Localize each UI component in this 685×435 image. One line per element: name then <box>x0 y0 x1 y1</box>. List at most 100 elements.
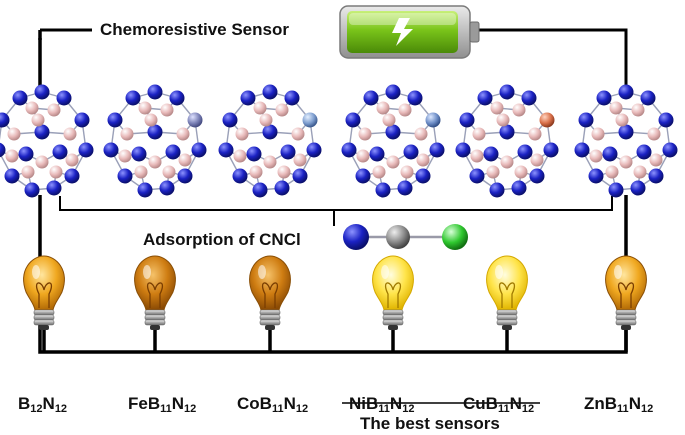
boron-atom <box>65 153 79 167</box>
nitrogen-atom <box>292 168 308 184</box>
nitrogen-atom <box>64 168 80 184</box>
cluster-nib11n12 <box>341 84 445 198</box>
nitrogen-atom <box>385 124 401 140</box>
nitrogen-atom <box>137 182 153 198</box>
nitrogen-atom <box>147 84 163 100</box>
nitrogen-atom <box>602 146 618 162</box>
nitrogen-atom <box>511 180 527 196</box>
nitrogen-atom <box>363 90 379 106</box>
boron-atom <box>530 153 544 167</box>
nitrogen-atom <box>131 146 147 162</box>
boron-atom <box>63 127 77 141</box>
nitrogen-atom <box>117 168 133 184</box>
cluster-layer <box>0 84 678 198</box>
boron-atom <box>162 165 176 179</box>
nitrogen-atom <box>574 142 590 158</box>
boron-atom <box>263 155 277 169</box>
boron-atom <box>514 165 528 179</box>
boron-atom <box>21 165 35 179</box>
boron-atom <box>47 103 61 117</box>
nitrogen-atom <box>246 146 262 162</box>
boron-atom <box>249 165 263 179</box>
adsorption-bracket <box>59 196 613 226</box>
boron-atom <box>235 127 249 141</box>
bulb-icon <box>486 255 528 352</box>
nitrogen-atom <box>0 142 6 158</box>
boron-atom <box>605 165 619 179</box>
nitrogen-atom <box>34 84 50 100</box>
nitrogen-atom <box>284 90 300 106</box>
nitrogen-atom <box>107 112 123 128</box>
nitrogen-atom <box>648 168 664 184</box>
boron-atom <box>7 127 21 141</box>
bulb-icon <box>372 255 414 352</box>
boron-atom <box>118 149 132 163</box>
nitrogen-atom <box>543 142 559 158</box>
battery-icon <box>339 5 480 59</box>
boron-atom <box>372 165 386 179</box>
nitrogen-atom <box>455 142 471 158</box>
nitrogen-atom <box>12 90 28 106</box>
boron-atom <box>176 127 190 141</box>
label-cub11n12: CuB11N12 <box>463 394 535 415</box>
cluster-cob11n12 <box>218 84 322 198</box>
nitrogen-atom <box>385 84 401 100</box>
bulb-icon <box>23 255 65 352</box>
boron-atom <box>382 113 396 127</box>
boron-atom <box>528 127 542 141</box>
nitrogen-atom <box>630 180 646 196</box>
nitrogen-atom <box>429 142 445 158</box>
boron-atom <box>416 153 430 167</box>
nitrogen-atom <box>262 84 278 100</box>
boron-atom <box>591 127 605 141</box>
nitrogen-atom <box>499 84 515 100</box>
nitrogen-atom <box>588 168 604 184</box>
nitrogen-atom <box>306 142 322 158</box>
boron-atom <box>49 165 63 179</box>
lightning-icon <box>392 18 413 46</box>
boron-atom <box>31 113 45 127</box>
boron-atom <box>5 149 19 163</box>
boron-atom <box>490 101 504 115</box>
boron-atom <box>414 127 428 141</box>
label-znb11n12: ZnB11N12 <box>584 394 654 415</box>
boron-atom <box>470 149 484 163</box>
nitrogen-atom <box>232 168 248 184</box>
wire-top-right <box>470 28 628 88</box>
nitrogen-atom <box>608 182 624 198</box>
boron-atom <box>35 155 49 169</box>
label-feb11n12: FeB11N12 <box>128 394 197 415</box>
boron-atom <box>160 103 174 117</box>
nitrogen-atom <box>640 90 656 106</box>
nitrogen-atom <box>483 146 499 162</box>
nitrogen-atom <box>165 144 181 160</box>
nitrogen-atom <box>280 144 296 160</box>
nitrogen-atom <box>274 180 290 196</box>
nitrogen-atom <box>24 182 40 198</box>
nitrogen-atom <box>218 142 234 158</box>
boron-atom <box>496 113 510 127</box>
dopant-atom <box>187 112 203 128</box>
nitrogen-atom <box>345 112 361 128</box>
boron-atom <box>589 149 603 163</box>
boron-atom <box>619 155 633 169</box>
label-nib11n12: NiB11N12 <box>349 394 415 415</box>
nitrogen-atom <box>18 146 34 162</box>
boron-atom <box>120 127 134 141</box>
nitrogen-atom <box>125 90 141 106</box>
boron-atom <box>376 101 390 115</box>
diagram-title: Chemoresistive Sensor <box>96 20 293 40</box>
dopant-atom <box>302 112 318 128</box>
nitrogen-atom <box>0 112 10 128</box>
bulb-layer <box>23 255 647 352</box>
bulb-icon <box>134 255 176 352</box>
nitrogen-atom <box>262 124 278 140</box>
cncl-molecule <box>343 224 468 250</box>
boron-atom <box>647 127 661 141</box>
boron-atom <box>293 153 307 167</box>
nitrogen-atom <box>596 90 612 106</box>
nitrogen-atom <box>469 168 485 184</box>
nitrogen-atom <box>517 144 533 160</box>
nitrogen-atom <box>529 168 545 184</box>
adsorption-label: Adsorption of CNCl <box>140 230 304 250</box>
